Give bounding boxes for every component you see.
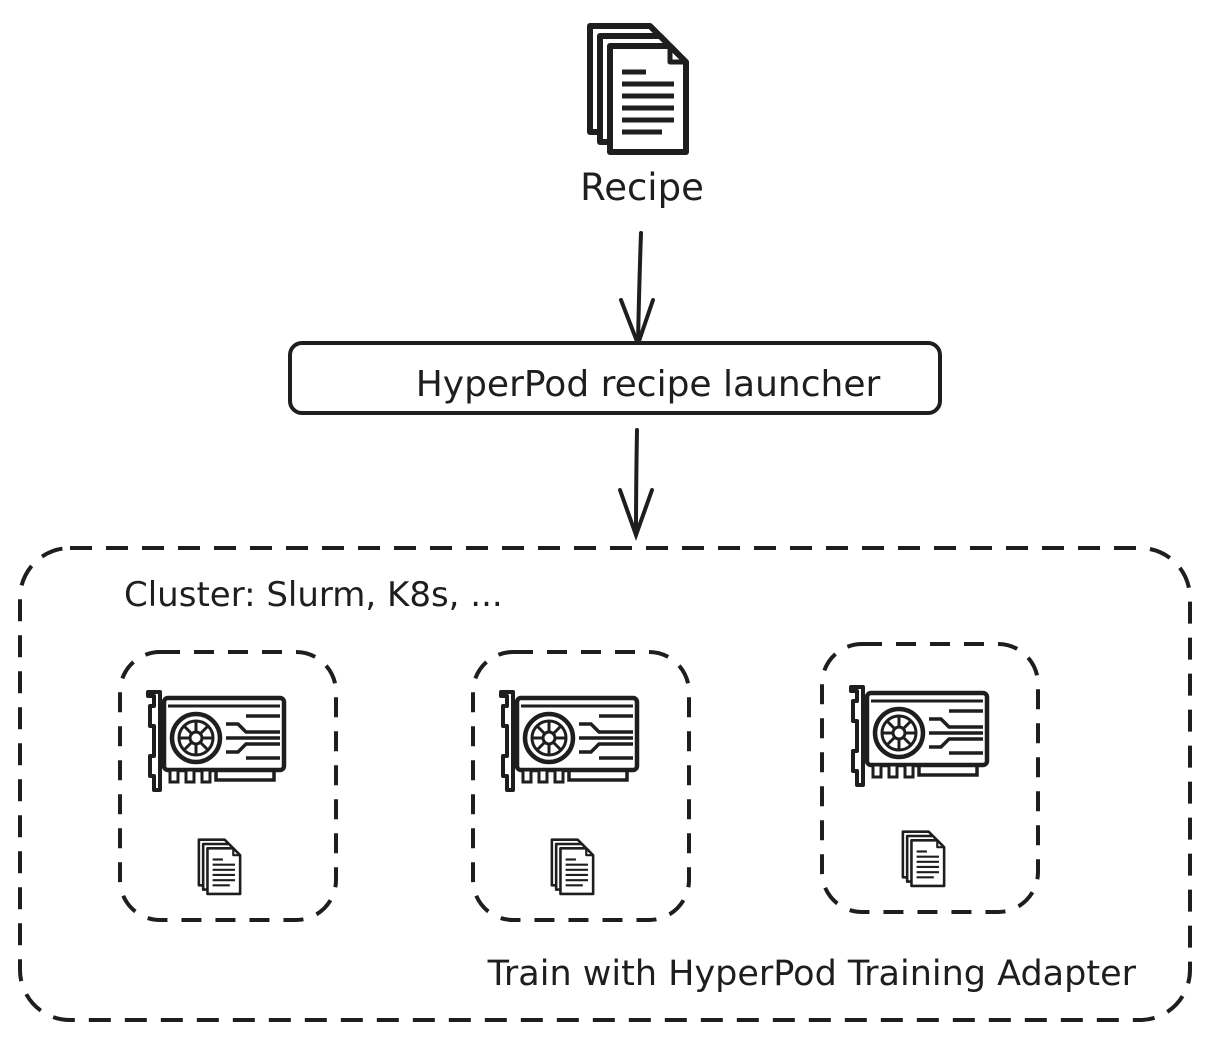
launcher-box [288,341,942,415]
documents-icon [550,838,595,896]
cluster-footer-label: Train with HyperPod Training Adapter [487,954,1137,994]
arrow-recipe-to-launcher [619,231,655,350]
cluster-node [820,642,1040,914]
recipe-documents-icon [590,26,686,152]
cluster-node [118,650,338,922]
launcher-label: HyperPod recipe launcher [416,364,881,405]
gpu-card-icon [501,692,637,790]
recipe-label: Recipe [580,166,704,209]
documents-icon [901,830,946,888]
gpu-card-icon [851,687,987,785]
documents-icon [197,838,242,896]
cluster-label: Cluster: Slurm, K8s, ... [124,575,503,615]
gpu-card-icon [148,692,284,790]
arrow-launcher-to-cluster [618,428,654,541]
cluster-container [18,546,1192,1022]
cluster-node [471,650,691,922]
